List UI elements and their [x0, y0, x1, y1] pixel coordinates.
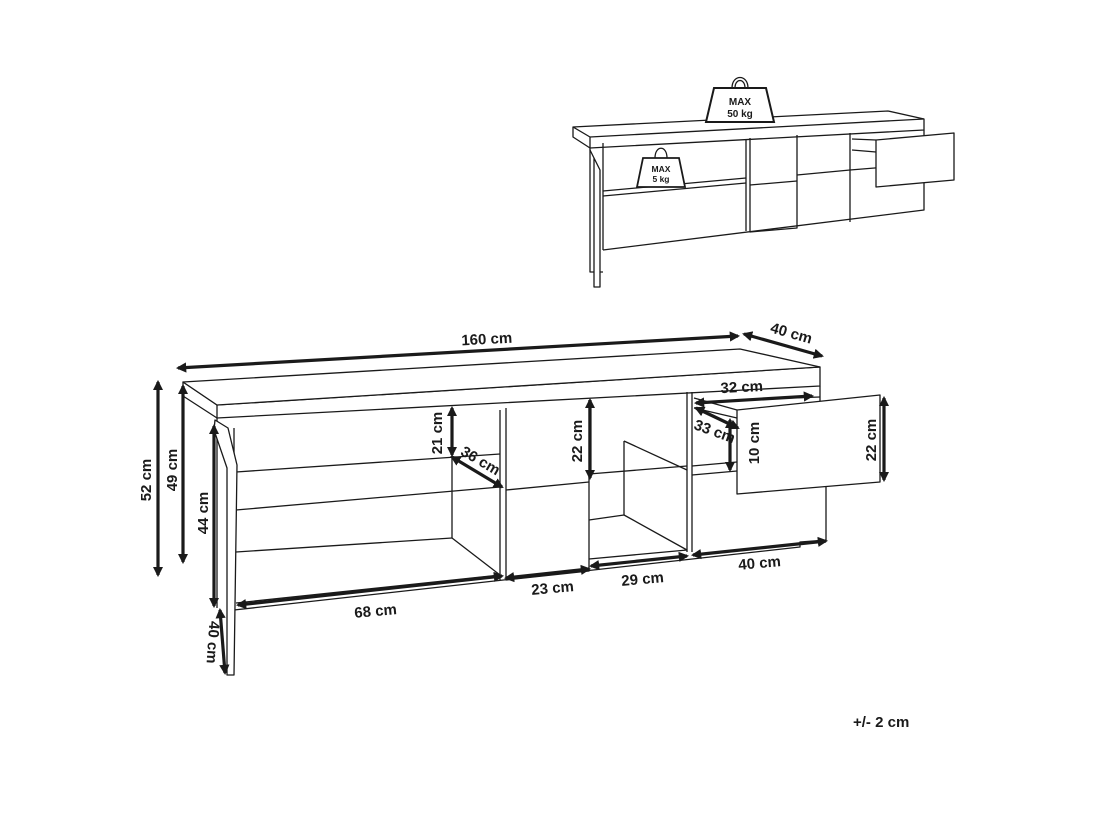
label-total-height: 52 cm: [138, 459, 155, 502]
weight-shelf-line1: MAX: [652, 164, 671, 174]
label-center-panel-width: 23 cm: [531, 578, 575, 599]
label-body-height: 49 cm: [164, 449, 181, 492]
label-drawer-section-width: 40 cm: [738, 553, 782, 574]
label-center-compartment-height: 22 cm: [569, 420, 586, 463]
label-door-width: 40 cm: [203, 620, 223, 664]
label-door-height: 44 cm: [195, 492, 212, 535]
weight-top-line1: MAX: [729, 97, 752, 108]
label-right-compartment-width: 29 cm: [621, 569, 665, 590]
weight-top-line2: 50 kg: [727, 109, 753, 120]
dimension-arrows: [152, 331, 890, 676]
label-left-compartment-width: 68 cm: [354, 601, 398, 622]
label-drawer-front-height: 22 cm: [863, 419, 880, 462]
weight-max-50kg-icon: MAX 50 kg: [704, 76, 776, 123]
tolerance-note: +/- 2 cm: [853, 714, 910, 731]
label-drawer-inner-height: 10 cm: [746, 422, 763, 465]
weight-max-5kg-icon: MAX 5 kg: [635, 147, 687, 188]
label-drawer-depth: 32 cm: [720, 378, 763, 397]
label-width: 160 cm: [461, 330, 513, 350]
weight-shelf-line2: 5 kg: [652, 174, 669, 184]
label-shelf-gap: 21 cm: [429, 412, 446, 455]
overview-illustration: MAX 50 kg MAX 5 kg: [572, 76, 955, 288]
